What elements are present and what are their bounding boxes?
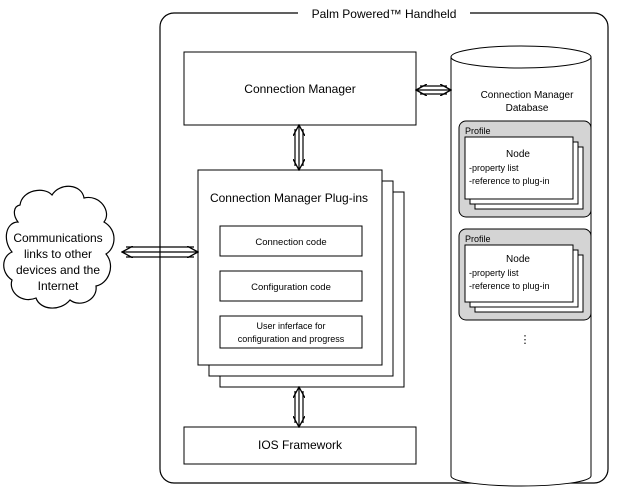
arrow-plugins-to-ios — [295, 387, 303, 427]
configuration-code-box — [219, 270, 363, 302]
database-label-line1: Connection Manager — [481, 90, 575, 101]
cloud-text-line3: devices and the — [16, 263, 100, 277]
node-title: Node — [506, 254, 530, 265]
cloud-text-line1: Communications — [13, 231, 102, 245]
cloud-text-line2: links to other — [24, 247, 92, 261]
profile-label: Profile — [465, 234, 491, 244]
ios-framework-box — [183, 426, 417, 465]
node-plugin-reference: -reference to plug-in — [469, 281, 550, 291]
configuration-code-label: Configuration code — [251, 282, 331, 293]
user-interface-box — [219, 315, 363, 349]
arrow-manager-to-database — [416, 86, 451, 94]
cloud-text-line4: Internet — [38, 279, 79, 293]
node-property-list: -property list — [469, 163, 519, 173]
connection-manager-box — [183, 51, 417, 126]
profile-group: Profile Node -property list -reference t… — [458, 120, 592, 218]
node-card — [464, 136, 574, 200]
more-profiles-ellipsis: ⋮ — [520, 334, 531, 346]
node-plugin-reference: -reference to plug-in — [469, 176, 550, 186]
profile-label: Profile — [465, 126, 491, 136]
node-card — [464, 244, 574, 303]
node-property-list: -property list — [469, 268, 519, 278]
connection-code-box — [219, 225, 363, 257]
connection-manager-label: Connection Manager — [244, 82, 355, 96]
handheld-title-bg — [298, 5, 470, 21]
database-label-line2: Database — [506, 103, 549, 114]
arrow-cloud-to-plugins — [122, 247, 198, 257]
plugins-title: Connection Manager Plug-ins — [210, 191, 368, 205]
handheld-title: Palm Powered™ Handheld — [312, 7, 457, 21]
connection-code-label: Connection code — [255, 237, 326, 248]
profile-group: Profile Node -property list -reference t… — [458, 228, 592, 321]
user-interface-label-line2: configuration and progress — [238, 334, 345, 344]
node-title: Node — [506, 149, 530, 160]
user-interface-label-line1: User inferface for — [256, 321, 325, 331]
ios-framework-label: IOS Framework — [258, 438, 343, 452]
communications-cloud — [3, 185, 115, 309]
arrow-manager-to-plugins — [295, 125, 303, 170]
